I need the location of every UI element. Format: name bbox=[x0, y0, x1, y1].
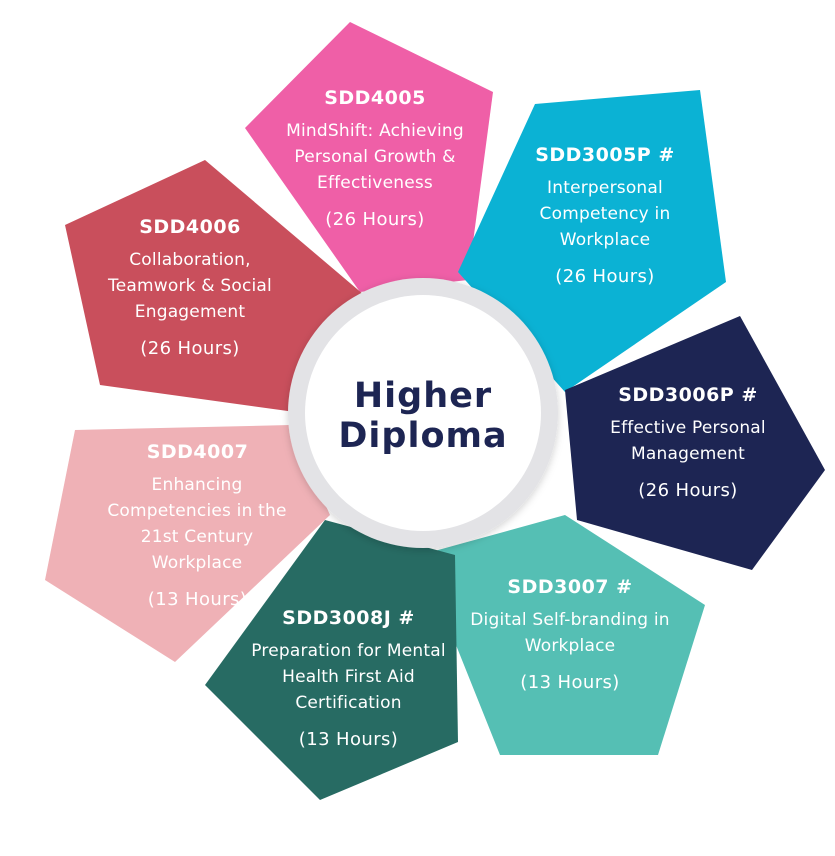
petal-sdd3005p bbox=[458, 90, 726, 392]
module-hours: (26 Hours) bbox=[638, 480, 738, 501]
module-code: SDD4007 bbox=[146, 441, 249, 463]
module-sdd3006p: SDD3006P # Effective Personal Management… bbox=[583, 383, 793, 503]
module-hours: (26 Hours) bbox=[555, 266, 655, 287]
petal-sdd3006p bbox=[565, 316, 825, 570]
petal-sdd3007 bbox=[420, 515, 705, 755]
module-title: Effective Personal Management bbox=[610, 418, 766, 464]
module-sdd3007: SDD3007 # Digital Self-branding in Workp… bbox=[455, 575, 685, 695]
module-sdd4006: SDD4006 Collaboration, Teamwork & Social… bbox=[75, 215, 305, 361]
center-title-line1: Higher bbox=[353, 376, 493, 416]
module-sdd4007: SDD4007 Enhancing Competencies in the 21… bbox=[65, 440, 330, 612]
center-title: Higher Diploma bbox=[318, 376, 528, 456]
petal-sdd4005 bbox=[245, 22, 493, 292]
petal-sdd4006 bbox=[65, 160, 370, 412]
module-hours: (13 Hours) bbox=[520, 672, 620, 693]
center-circle bbox=[288, 278, 558, 548]
module-code: SDD4005 bbox=[324, 87, 426, 109]
module-hours: (13 Hours) bbox=[147, 589, 248, 610]
module-code: SDD3005P # bbox=[535, 144, 675, 166]
module-sdd4005: SDD4005 MindShift: Achieving Personal Gr… bbox=[250, 86, 500, 232]
center-title-line2: Diploma bbox=[338, 416, 508, 456]
module-code: SDD4006 bbox=[139, 216, 241, 238]
module-title: Collaboration, Teamwork & Social Engagem… bbox=[108, 250, 272, 322]
module-hours: (26 Hours) bbox=[140, 338, 240, 359]
petal-sdd3008j bbox=[205, 520, 458, 800]
module-title: Preparation for Mental Health First Aid … bbox=[251, 641, 446, 713]
module-hours: (26 Hours) bbox=[325, 209, 425, 230]
module-title: MindShift: Achieving Personal Growth & E… bbox=[286, 121, 464, 193]
module-sdd3008j: SDD3008J # Preparation for Mental Health… bbox=[236, 606, 461, 752]
petal-sdd4007 bbox=[45, 425, 330, 662]
module-sdd3005p: SDD3005P # Interpersonal Competency in W… bbox=[500, 143, 710, 289]
module-code: SDD3007 # bbox=[507, 576, 633, 598]
module-title: Enhancing Competencies in the 21st Centu… bbox=[107, 475, 287, 573]
module-title: Digital Self-branding in Workplace bbox=[470, 610, 670, 656]
module-code: SDD3006P # bbox=[618, 384, 758, 406]
module-code: SDD3008J # bbox=[282, 607, 415, 629]
module-title: Interpersonal Competency in Workplace bbox=[539, 178, 671, 250]
module-hours: (13 Hours) bbox=[298, 729, 399, 750]
